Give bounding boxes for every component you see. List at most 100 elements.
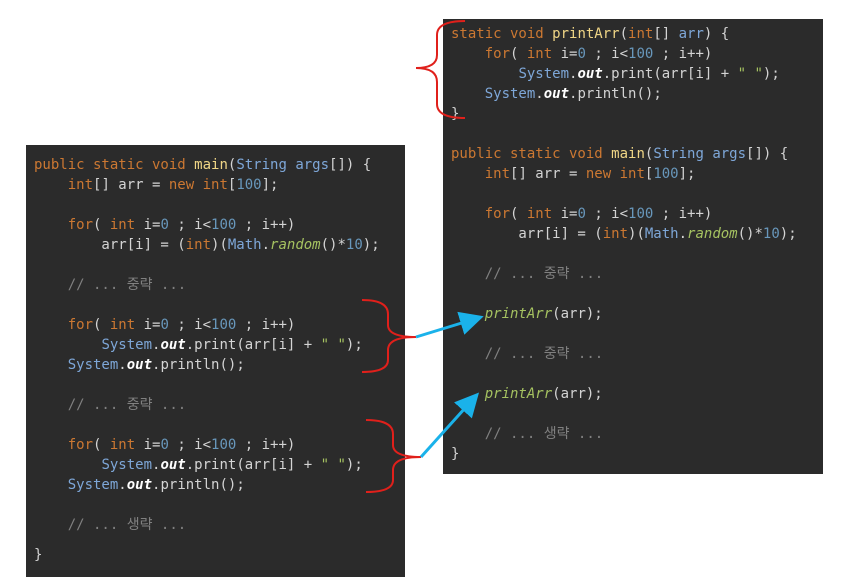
code-token: System — [518, 66, 570, 82]
code-token: ( — [619, 26, 629, 42]
brace-first-loop — [361, 299, 417, 373]
code-token: 100 — [628, 46, 654, 62]
code-token: ; i++) — [236, 317, 296, 333]
right-code-line: System.out.println(); — [451, 84, 662, 104]
code-token: new — [585, 166, 620, 182]
code-token: 100 — [653, 166, 679, 182]
code-token: out — [160, 337, 186, 353]
code-token: for — [67, 217, 94, 233]
code-token: [] arr = — [510, 166, 586, 182]
code-token: Math — [644, 226, 679, 242]
code-token: . — [261, 237, 271, 253]
code-token: int — [628, 26, 654, 42]
code-token: int — [619, 166, 645, 182]
left-code-line: System.out.println(); — [34, 475, 245, 495]
code-token: .print(arr[i] + — [185, 457, 321, 473]
left-code-line: for( int i=0 ; i<100 ; i++) — [34, 315, 296, 335]
left-code-panel: public static void main(String args[]) {… — [26, 145, 405, 577]
code-token: ; i++) — [653, 46, 713, 62]
right-code-line: } — [451, 104, 459, 124]
code-token: " " — [737, 66, 763, 82]
right-code-line: // ... 중략 ... — [451, 264, 603, 284]
code-token: . — [535, 86, 544, 102]
code-token: String — [236, 157, 296, 173]
code-token: ); — [345, 337, 363, 353]
code-token: ; i++) — [236, 217, 296, 233]
code-token: public static void — [34, 157, 195, 173]
code-token: 0 — [160, 217, 169, 233]
code-token: 0 — [160, 437, 169, 453]
code-token: // ... 생략 ... — [67, 517, 187, 533]
left-code-line: // ... 중략 ... — [34, 395, 186, 415]
code-token: . — [118, 477, 127, 493]
code-token: out — [543, 86, 570, 102]
code-token: ( — [93, 217, 110, 233]
code-token: i= — [143, 317, 161, 333]
code-token: i= — [560, 206, 578, 222]
right-code-line: } — [451, 444, 459, 464]
left-code-line: System.out.println(); — [34, 355, 245, 375]
code-token: ( — [510, 206, 527, 222]
right-code-line: printArr(arr); — [451, 384, 603, 404]
code-token: 10 — [762, 226, 780, 242]
code-token: .print(arr[i] + — [602, 66, 738, 82]
right-code-line: public static void main(String args[]) { — [451, 144, 788, 164]
left-code-line: arr[i] = (int)(Math.random()*10); — [34, 235, 380, 255]
code-token: int — [109, 317, 144, 333]
code-token: random — [687, 226, 738, 242]
code-token: . — [569, 66, 578, 82]
code-token: ()* — [320, 237, 346, 253]
left-code-line: public static void main(String args[]) { — [34, 155, 371, 175]
code-token: new — [168, 177, 203, 193]
code-token: (arr); — [552, 386, 603, 402]
code-token: 0 — [577, 206, 586, 222]
code-token: ); — [362, 237, 380, 253]
code-token: 0 — [160, 317, 169, 333]
code-token: arr[i] = ( — [34, 237, 186, 253]
left-code-listing: public static void main(String args[]) {… — [26, 145, 405, 577]
code-token: int — [526, 46, 561, 62]
code-token: for — [484, 206, 511, 222]
right-code-line: System.out.print(arr[i] + " "); — [451, 64, 779, 84]
left-code-line: int[] arr = new int[100]; — [34, 175, 279, 195]
code-token: int — [185, 237, 212, 253]
code-token: ); — [345, 457, 363, 473]
code-token: for — [67, 317, 94, 333]
code-token: ; i< — [168, 217, 212, 233]
code-token: ; i< — [168, 437, 212, 453]
code-token: .println(); — [152, 477, 245, 493]
code-token: // ... 중략 ... — [67, 277, 187, 293]
code-token: System — [484, 86, 536, 102]
code-token: int — [109, 437, 144, 453]
code-token: 100 — [211, 217, 237, 233]
code-token: . — [152, 337, 161, 353]
code-token: out — [577, 66, 603, 82]
code-token: int — [67, 177, 94, 193]
code-token: . — [152, 457, 161, 473]
code-token: printArr — [552, 26, 620, 42]
code-token: ; i< — [585, 206, 629, 222]
right-code-line: for( int i=0 ; i<100 ; i++) — [451, 204, 713, 224]
brace-second-loop — [365, 419, 422, 493]
code-token: ]; — [261, 177, 279, 193]
code-token: int — [602, 226, 629, 242]
left-code-line: // ... 생략 ... — [34, 515, 186, 535]
code-token: [] arr = — [93, 177, 169, 193]
code-token: ()* — [737, 226, 763, 242]
code-token: ; i++) — [653, 206, 713, 222]
code-token: ); — [779, 226, 797, 242]
left-code-line: System.out.print(arr[i] + " "); — [34, 335, 363, 355]
code-token: ( — [227, 157, 237, 173]
left-code-line: for( int i=0 ; i<100 ; i++) — [34, 435, 296, 455]
code-token: ]; — [678, 166, 696, 182]
code-token: (arr); — [552, 306, 603, 322]
code-token: public static void — [451, 146, 612, 162]
code-token: main — [611, 146, 645, 162]
code-token: .println(); — [152, 357, 245, 373]
code-token: ) { — [703, 26, 730, 42]
right-code-line: arr[i] = (int)(Math.random()*10); — [451, 224, 797, 244]
code-token: args — [712, 146, 747, 162]
code-token: } — [34, 547, 43, 563]
code-token: [ — [644, 166, 654, 182]
code-token: out — [126, 477, 153, 493]
